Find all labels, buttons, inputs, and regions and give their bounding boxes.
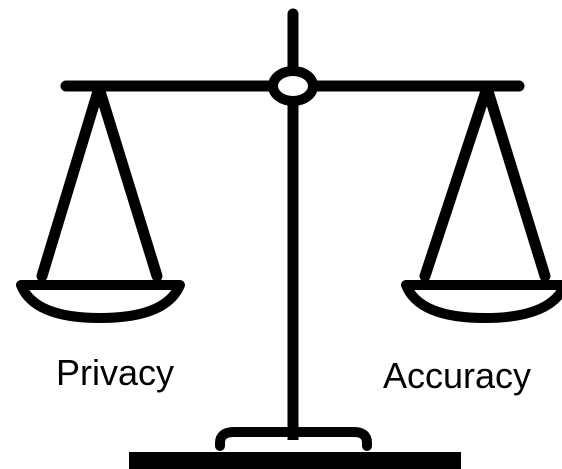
right-pan-label: Accuracy [383, 355, 531, 396]
left-hanger [42, 88, 157, 276]
right-pan [406, 285, 562, 318]
pivot-ring [273, 71, 313, 101]
right-hanger [425, 88, 545, 276]
left-pan-label: Privacy [56, 352, 174, 393]
left-pan [21, 285, 180, 318]
base-plate [129, 452, 461, 469]
